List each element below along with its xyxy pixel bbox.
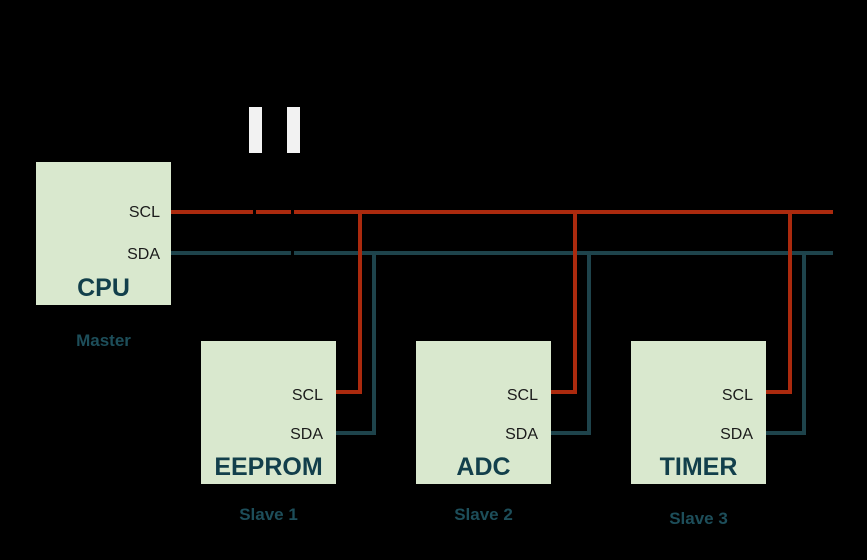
pullup-lead-scl [253,153,256,215]
slave3-pin-scl: SCL [721,387,753,404]
slave1-pin-sda: SDA [290,426,323,443]
slave3-sda-wire-horizontal [766,431,806,435]
slave1-sda-wire-vertical [372,251,376,435]
slave3-scl-wire-vertical [788,210,792,394]
slave2-box [416,341,551,484]
slave3-scl-wire-horizontal [766,390,792,394]
cpu-pin-sda: SDA [127,246,160,263]
slave3-role-label: Slave 3 [669,509,728,528]
slave2-sda-wire-horizontal [551,431,591,435]
slave1-title: EEPROM [214,453,323,481]
pullup-resistor-scl [249,107,262,153]
slave1-scl-wire-horizontal [336,390,362,394]
slave1-scl-wire-vertical [358,210,362,394]
cpu-box [36,162,171,305]
sda-bus-line [171,251,833,255]
slave3-pin-sda: SDA [720,426,753,443]
pullup-lead-sda [291,153,294,256]
slave3-sda-wire-vertical [802,251,806,435]
pullup-resistor-sda [287,107,300,153]
slave2-pin-scl: SCL [506,387,538,404]
slave2-role-label: Slave 2 [454,505,513,524]
slave1-pin-scl: SCL [291,387,323,404]
slave1-sda-wire-horizontal [336,431,376,435]
slave3-box [631,341,766,484]
cpu-pin-scl: SCL [128,204,160,221]
cpu-title: CPU [77,274,130,302]
slave2-sda-wire-vertical [587,251,591,435]
slave1-role-label: Slave 1 [239,505,298,524]
slave2-scl-wire-horizontal [551,390,577,394]
master-label: Master [76,331,131,350]
slave2-title: ADC [456,453,511,481]
slave3-title: TIMER [659,453,738,481]
scl-bus-line [171,210,833,214]
slave2-scl-wire-vertical [573,210,577,394]
slave2-pin-sda: SDA [505,426,538,443]
slave1-box [201,341,336,484]
